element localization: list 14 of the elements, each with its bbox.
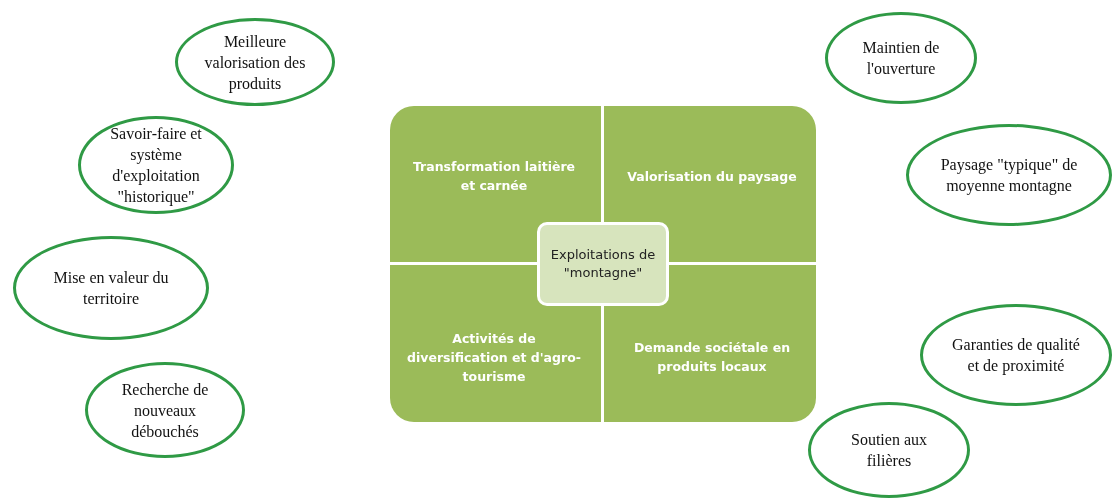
quadrant-panel	[390, 106, 816, 422]
center-box: Exploitations de "montagne"	[537, 222, 669, 306]
oval-bubble: Soutien aux filières	[808, 402, 970, 498]
oval-bubble: Meilleure valorisation des produits	[175, 18, 335, 106]
quadrant-label: Valorisation du paysage	[612, 136, 812, 216]
quadrant-label: Transformation laitière et carnée	[394, 136, 594, 216]
oval-bubble: Savoir-faire et système d'exploitation "historique"	[78, 116, 234, 214]
oval-bubble: Paysage "typique" de moyenne montagne	[906, 124, 1112, 226]
quadrant-label: Demande sociétale en produits locaux	[612, 312, 812, 402]
oval-bubble: Recherche de nouveaux débouchés	[85, 362, 245, 458]
oval-bubble: Mise en valeur du territoire	[13, 236, 209, 340]
oval-bubble: Maintien de l'ouverture	[825, 12, 977, 104]
oval-bubble: Garanties de qualité et de proximité	[920, 304, 1112, 406]
quadrant-label: Activités de diversification et d'agro-tourisme	[394, 312, 594, 402]
